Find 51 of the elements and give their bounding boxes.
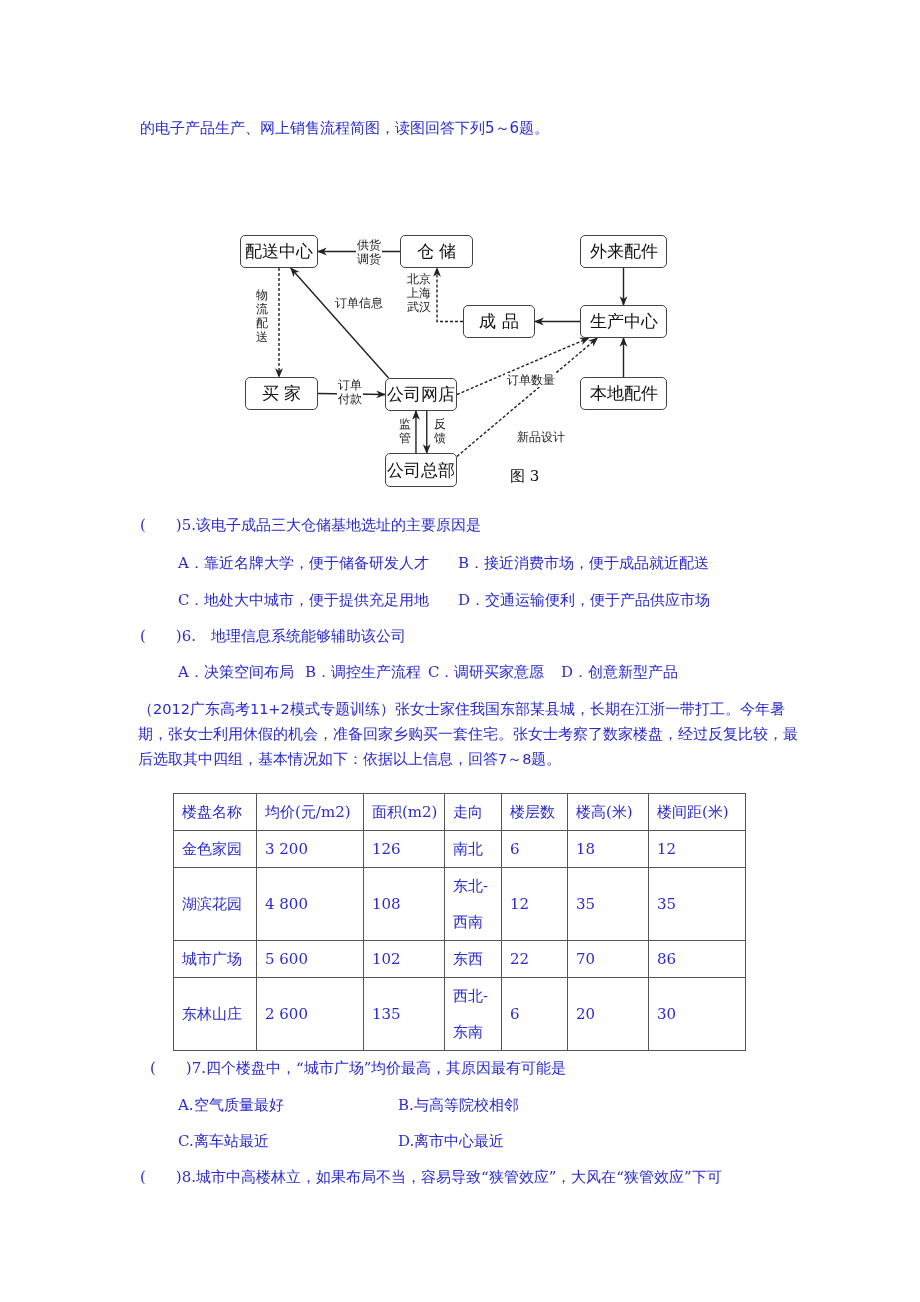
question-text: ( )5.该电子成品三大仓储基地选址的主要原因是 xyxy=(140,516,481,534)
edge-label: 反馈 xyxy=(433,417,447,445)
answer-option: B.与高等院校相邻 xyxy=(398,1096,519,1114)
question-text: ( )6. 地理信息系统能够辅助该公司 xyxy=(140,627,406,645)
answer-option: A.空气质量最好 xyxy=(178,1096,284,1114)
edge-label: 订单信息 xyxy=(333,296,385,310)
answer-option: A．决策空间布局 xyxy=(178,663,294,681)
arrow xyxy=(275,267,283,378)
answer-option: B．调控生产流程 xyxy=(305,663,422,681)
answer-option: C．调研买家意愿 xyxy=(428,663,545,681)
table-cell: 楼间距(米) xyxy=(648,793,746,831)
table-cell: 30 xyxy=(648,977,746,1051)
answer-option: D．创意新型产品 xyxy=(561,663,679,681)
paragraph: （2012广东高考11+2模式专题训练）张女士家住我国东部某县城，长期在江浙一带打工。今年暑期，张女士利用休假的机会，准备回家乡购买一套住宅。张女士考察了数家楼盘，经过反复比较，最后选取其中四组，基本情况如下：依据以上信息，回答7～8题。 xyxy=(138,700,798,769)
edge-label: 北京上海武汉 xyxy=(405,272,433,314)
arrow xyxy=(619,267,628,306)
process-box: 仓 储 xyxy=(400,235,473,268)
arrow xyxy=(290,267,390,379)
arrow xyxy=(456,337,590,396)
edge-label: 订单付款 xyxy=(337,378,363,406)
process-box: 公司网店 xyxy=(385,378,457,411)
arrow xyxy=(534,317,581,326)
process-box: 成 品 xyxy=(463,305,535,338)
edge-label: 供货调货 xyxy=(356,238,382,266)
process-box: 配送中心 xyxy=(240,235,318,268)
process-box: 买 家 xyxy=(245,377,318,410)
edge-label: 新品设计 xyxy=(515,430,567,444)
process-box: 外来配件 xyxy=(580,235,667,268)
process-box: 公司总部 xyxy=(385,453,457,487)
arrow xyxy=(619,337,628,378)
answer-option: A．靠近名牌大学，便于储备研发人才 xyxy=(178,554,429,572)
answer-option: C.离车站最近 xyxy=(178,1132,269,1150)
figure-caption: 图 3 xyxy=(510,467,540,485)
question-text: ( )8.城市中高楼林立，如果布局不当，容易导致“狭管效应”，大风在“狭管效应”下可 xyxy=(140,1168,722,1186)
edge-label: 监管 xyxy=(398,417,412,445)
question-text: ( )7.四个楼盘中，“城市广场”均价最高，其原因最有可能是 xyxy=(150,1059,567,1077)
answer-option: D.离市中心最近 xyxy=(398,1132,505,1150)
answer-option: D．交通运输便利，便于产品供应市场 xyxy=(458,591,711,609)
table-cell: 楼盘名称 xyxy=(173,793,257,831)
answer-option: C．地处大中城市，便于提供充足用地 xyxy=(178,591,430,609)
edge-label: 物流配送 xyxy=(255,288,269,344)
process-box: 生产中心 xyxy=(580,305,667,338)
table-cell: 东林山庄 xyxy=(173,977,257,1051)
arrow xyxy=(456,337,599,458)
arrow xyxy=(412,410,420,454)
arrow xyxy=(422,410,431,454)
answer-option: B．接近消费市场，便于成品就近配送 xyxy=(458,554,710,572)
paragraph: 的电子产品生产、网上销售流程简图，读图回答下列5～6题。 xyxy=(140,119,550,137)
process-box: 本地配件 xyxy=(580,377,667,410)
edge-label: 订单数量 xyxy=(505,373,557,387)
arrow xyxy=(433,267,464,323)
